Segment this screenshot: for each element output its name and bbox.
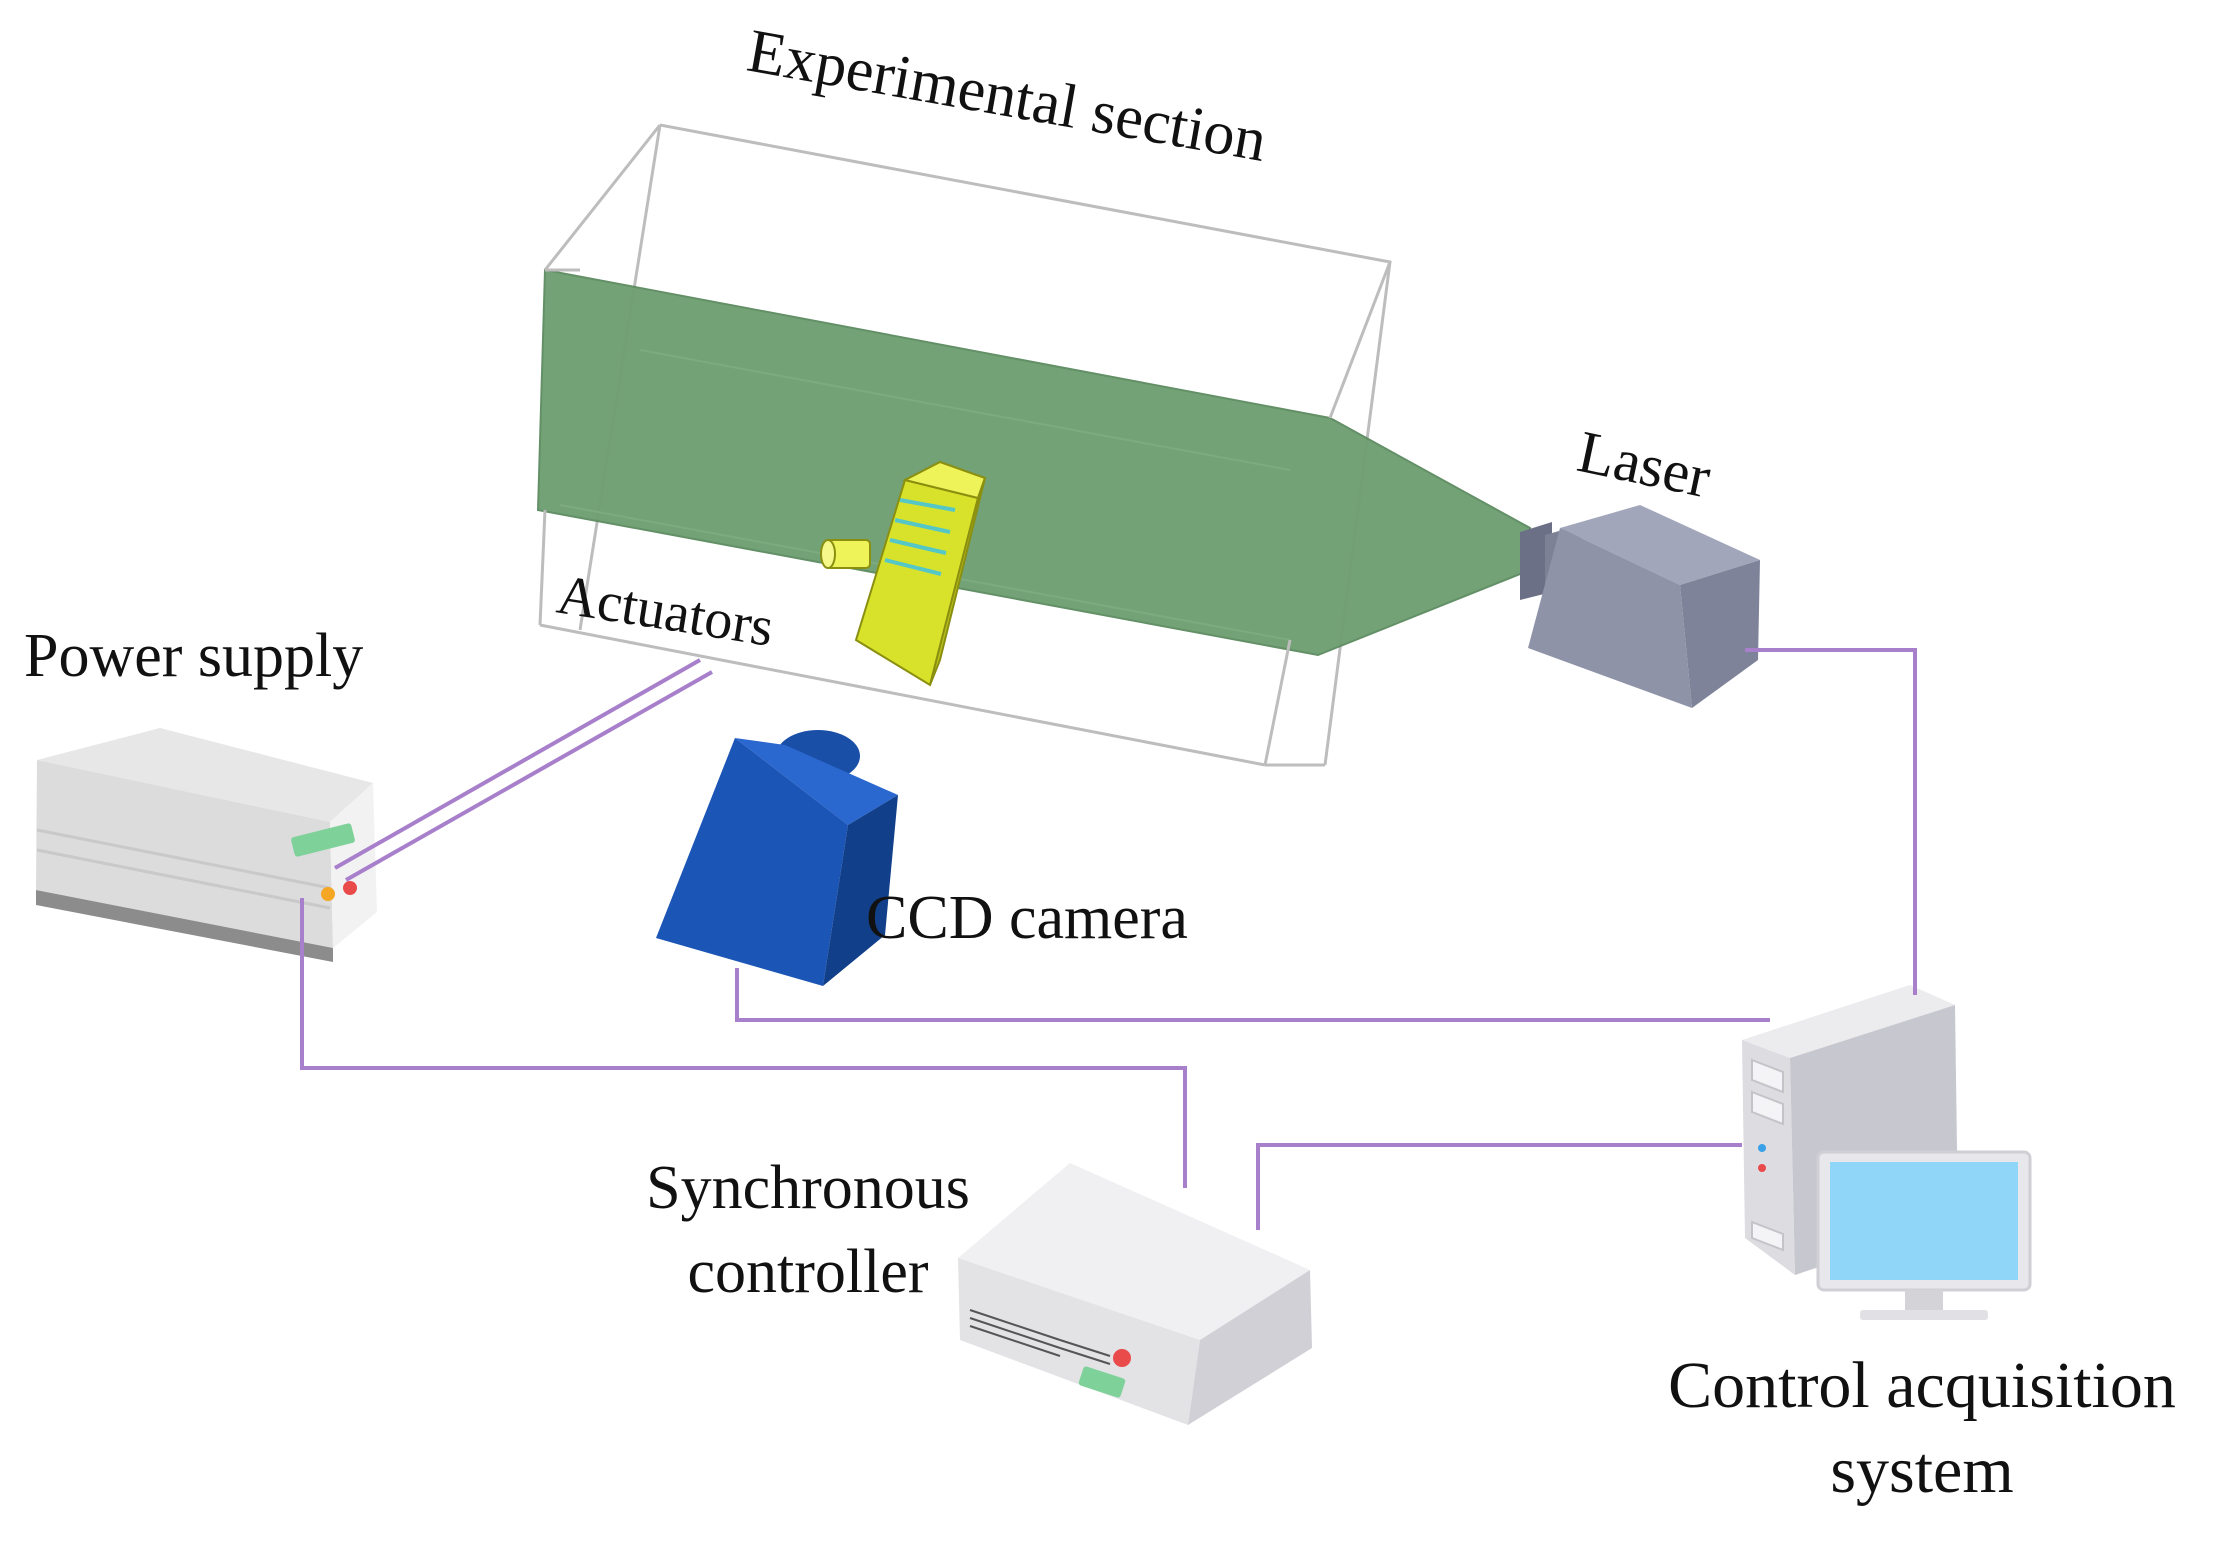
wire-controller-computer: [1256, 1143, 1742, 1230]
connection-wires: [300, 648, 1917, 1230]
wire-camera-computer: [735, 968, 1770, 1022]
label-experimental-section: Experimental section: [743, 17, 1272, 175]
computer-icon: [1742, 985, 2032, 1320]
wire-actuators-power-a: [334, 658, 701, 870]
power-supply-icon: [36, 728, 377, 962]
label-ccd-camera: CCD camera: [866, 884, 1188, 952]
label-synchronous-controller-line1: Synchronous: [646, 1154, 970, 1222]
controller-icon: [958, 1163, 1312, 1425]
wire-laser-computer: [1745, 648, 1917, 995]
actuators-icon: [820, 460, 987, 687]
label-power-supply: Power supply: [24, 622, 363, 690]
label-synchronous-controller-line2: controller: [687, 1238, 928, 1306]
laser-icon: [1520, 505, 1760, 708]
wire-actuators-power-b: [345, 670, 713, 882]
camera-icon: [656, 730, 898, 986]
experimental-section-box-front: [538, 124, 1392, 767]
label-control-acquisition-line2: system: [1830, 1434, 2013, 1507]
label-actuators: Actuators: [553, 564, 778, 659]
label-control-acquisition-line1: Control acquisition: [1668, 1349, 2176, 1422]
wire-power-controller: [300, 898, 1187, 1188]
label-laser: Laser: [1572, 418, 1716, 510]
